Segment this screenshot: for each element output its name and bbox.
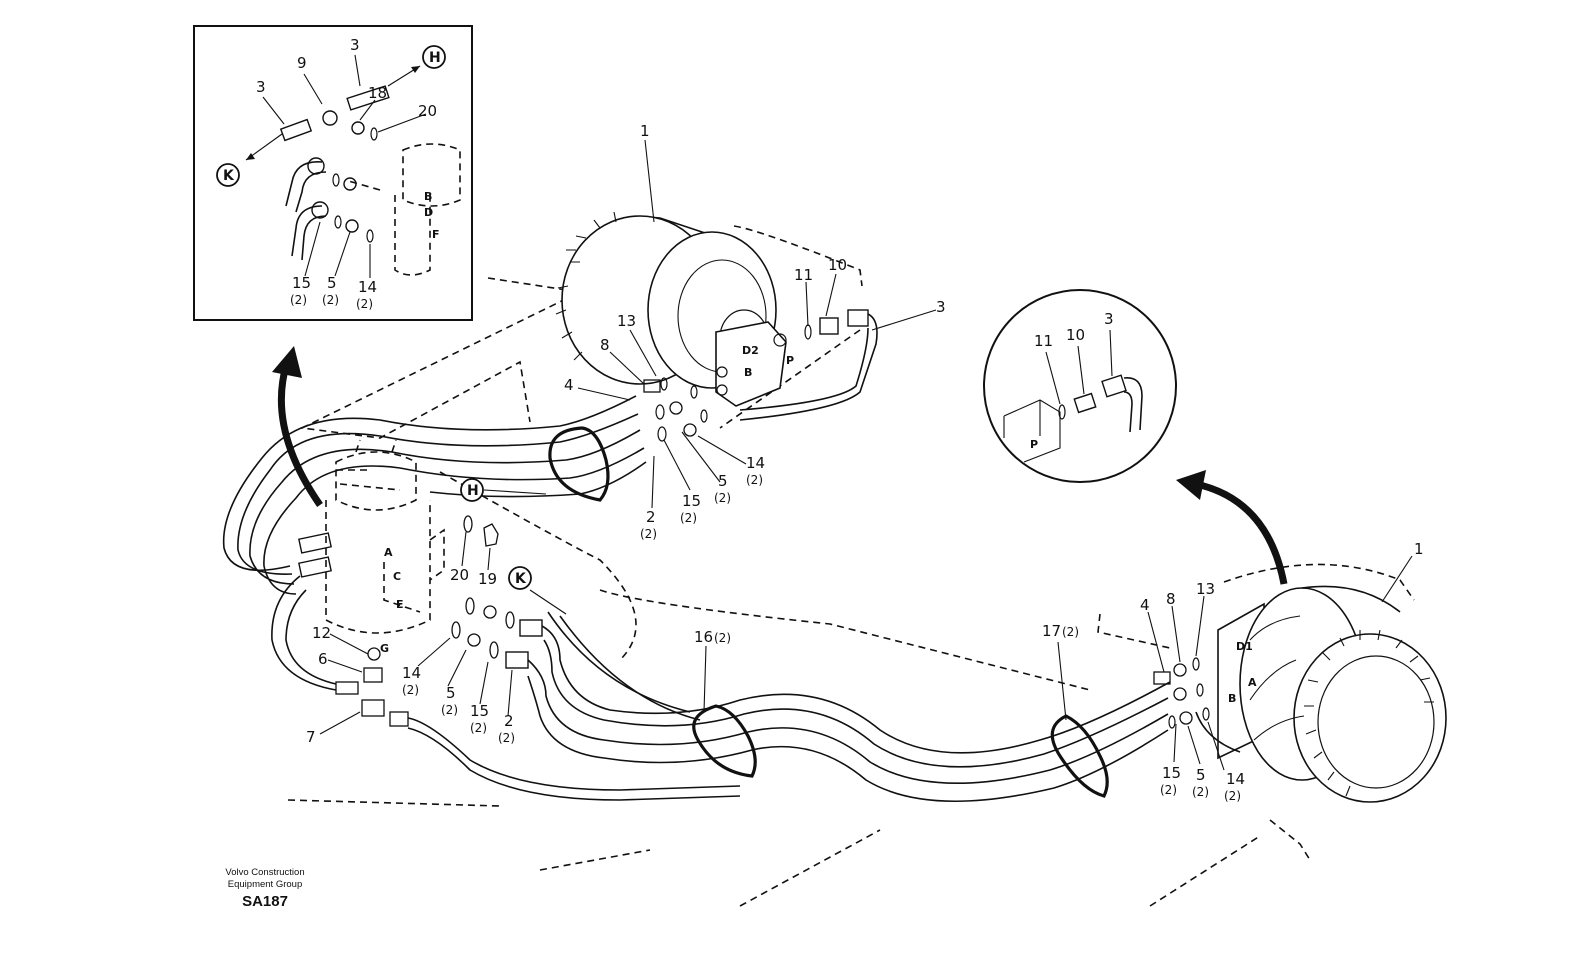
label-18: 18: [368, 84, 387, 102]
lower-travel-motor: [1153, 585, 1447, 803]
qty-5: (2): [714, 491, 731, 505]
swivel-lower-fittings: [451, 589, 567, 669]
label-2: 2: [646, 508, 656, 526]
port-c: C: [393, 570, 401, 583]
label-5: 5: [1196, 766, 1206, 784]
port-a: A: [1248, 676, 1257, 689]
swivel-labels: 20 19 12 6 7 14 (2) 5 (2) 15 (2) 2 (2) A…: [306, 531, 515, 746]
hose-bundle-upper: [222, 395, 647, 595]
qty-15: (2): [470, 721, 487, 735]
label-15: 15: [470, 702, 489, 720]
port-p: P: [1030, 438, 1038, 451]
svg-text:K: K: [515, 571, 527, 587]
footer: Volvo Construction Equipment Group SA187: [225, 867, 304, 910]
drawing-code: SA187: [242, 893, 288, 910]
qty-14: (2): [746, 473, 763, 487]
svg-text:K: K: [223, 168, 235, 184]
qty-5: (2): [1192, 785, 1209, 799]
label-10: 10: [1066, 326, 1085, 344]
label-3-upper: 3: [350, 36, 360, 54]
label-10: 10: [828, 256, 847, 274]
label-16: 16: [694, 628, 713, 646]
label-19: 19: [478, 570, 497, 588]
label-17: 17: [1042, 622, 1061, 640]
label-2: 2: [504, 712, 514, 730]
label-3: 3: [1104, 310, 1114, 328]
label-14: 14: [1226, 770, 1245, 788]
label-3: 3: [936, 298, 946, 316]
qty-14: (2): [402, 683, 419, 697]
center-swivel-joint: [271, 439, 741, 801]
label-20: 20: [450, 566, 469, 584]
port-b: B: [744, 366, 752, 379]
port-b: B: [424, 190, 432, 203]
inset-left: [193, 25, 473, 321]
label-15: 15: [292, 274, 311, 292]
label-11: 11: [794, 266, 813, 284]
qty-14: (2): [1224, 789, 1241, 803]
port-a: A: [384, 546, 393, 559]
qty-5: (2): [441, 703, 458, 717]
label-13: 13: [617, 312, 636, 330]
port-d1: D1: [1236, 640, 1253, 653]
connector-h-inset: H: [422, 45, 446, 69]
clamp-labels: 16 (2) 17 (2): [694, 622, 1079, 646]
label-9: 9: [297, 54, 307, 72]
inset-right: [983, 289, 1177, 483]
qty-2: (2): [640, 527, 657, 541]
svg-text:H: H: [429, 50, 441, 66]
inset-left-labels: 3 3 9 18 20 15 (2) 5 (2) 14 (2) B D F: [256, 36, 440, 311]
label-15: 15: [1162, 764, 1181, 782]
label-5: 5: [327, 274, 337, 292]
upper-travel-motor: [555, 211, 878, 442]
arrow-to-right-inset: [1176, 470, 1288, 585]
label-14: 14: [746, 454, 765, 472]
port-g: G: [380, 642, 389, 655]
label-3-lower: 3: [256, 78, 266, 96]
upper-motor-labels: 1 13 8 4 11 10 3 14 (2) 5 (2) 15 (2) 2 (…: [564, 122, 946, 541]
qty-15: (2): [1160, 783, 1177, 797]
label-1: 1: [640, 122, 650, 140]
port-p: P: [786, 354, 794, 367]
label-4: 4: [564, 376, 574, 394]
hose-bundle-lower: [527, 611, 1171, 802]
qty-14: (2): [356, 297, 373, 311]
connector-k-inset: K: [216, 163, 240, 187]
qty-5: (2): [322, 293, 339, 307]
label-6: 6: [318, 650, 328, 668]
label-8: 8: [1166, 590, 1176, 608]
label-14: 14: [358, 278, 377, 296]
company-line-2: Equipment Group: [228, 879, 302, 890]
qty-16: (2): [714, 631, 731, 645]
company-line-1: Volvo Construction: [225, 867, 304, 878]
port-d: D: [424, 206, 433, 219]
label-12: 12: [312, 624, 331, 642]
lower-motor-labels: 1 4 8 13 15 (2) 5 (2) 14 (2) D1 A B: [1140, 540, 1424, 803]
inset-right-labels: 11 10 3 P: [1030, 310, 1114, 451]
label-13: 13: [1196, 580, 1215, 598]
port-d2: D2: [742, 344, 759, 357]
label-4: 4: [1140, 596, 1150, 614]
label-1: 1: [1414, 540, 1424, 558]
label-15: 15: [682, 492, 701, 510]
port-f: F: [432, 228, 440, 241]
label-5: 5: [718, 472, 728, 490]
label-8: 8: [600, 336, 610, 354]
qty-17: (2): [1062, 625, 1079, 639]
qty-15: (2): [290, 293, 307, 307]
port-e: E: [396, 598, 404, 611]
connector-k-main: K: [508, 566, 532, 590]
label-20: 20: [418, 102, 437, 120]
label-14: 14: [402, 664, 421, 682]
label-5: 5: [446, 684, 456, 702]
label-11: 11: [1034, 332, 1053, 350]
svg-text:H: H: [467, 483, 479, 499]
qty-2: (2): [498, 731, 515, 745]
arrow-to-left-inset: [272, 346, 323, 507]
label-7: 7: [306, 728, 316, 746]
connector-h-main: H: [460, 478, 484, 502]
qty-15: (2): [680, 511, 697, 525]
port-b: B: [1228, 692, 1236, 705]
